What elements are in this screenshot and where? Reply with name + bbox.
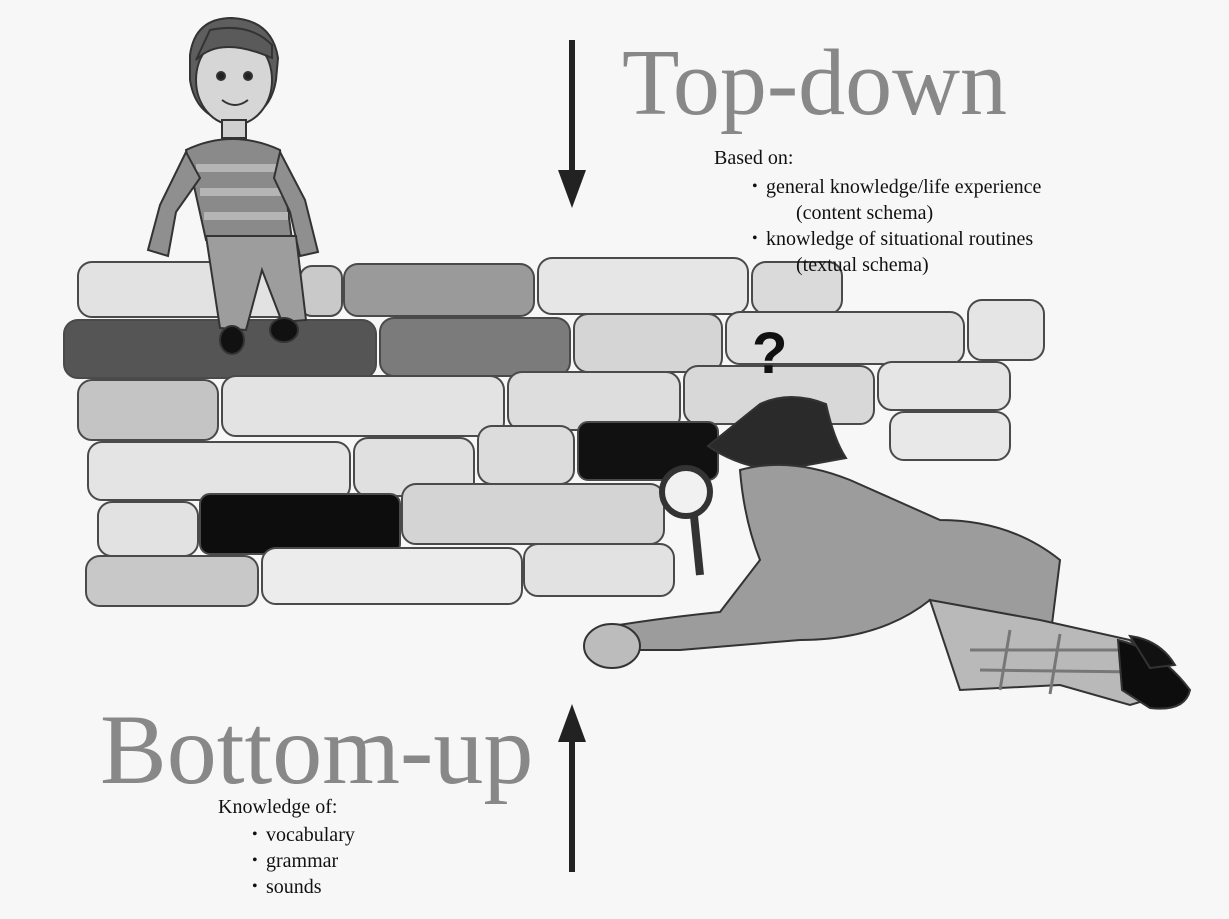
list-item-subtext: (textual schema) [766,252,1041,278]
list-item: grammar [252,848,355,874]
bottom-up-list: vocabulary grammar sounds [252,822,355,900]
top-down-caption: Based on: [714,147,793,170]
list-item: general knowledge/life experience (conte… [752,174,1041,226]
bottom-up-arrow [558,704,586,872]
list-item-text: general knowledge/life experience [766,176,1041,198]
question-mark: ? [752,321,787,386]
list-item: vocabulary [252,822,355,848]
list-item-subtext: (content schema) [766,200,1041,226]
bottom-up-caption: Knowledge of: [218,796,337,819]
list-item-text: knowledge of situational routines [766,228,1033,250]
list-item: sounds [252,874,355,900]
top-down-title: Top-down [622,36,1007,130]
top-down-arrow [558,40,586,208]
list-item: knowledge of situational routines (textu… [752,226,1041,278]
top-down-list: general knowledge/life experience (conte… [752,174,1041,278]
bottom-up-title: Bottom-up [100,700,533,800]
